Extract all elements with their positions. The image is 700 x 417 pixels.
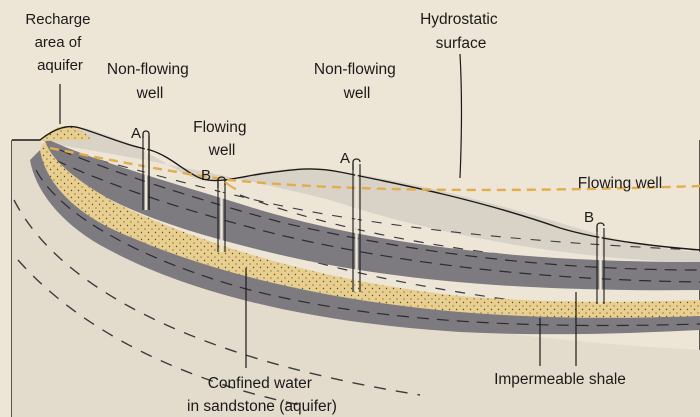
upper-strata (40, 126, 700, 262)
nonflowing-well-mid-label: Non-flowing well (314, 61, 400, 102)
hydrostatic-surface-label: Hydrostatic surface (420, 11, 502, 52)
recharge-label: Recharge area of aquifer (25, 11, 94, 74)
hydrostatic-line (49, 146, 700, 192)
well-letter-a-mid: A (340, 150, 350, 167)
flowing-well-right-label: Flowing well (578, 175, 662, 192)
well-b-right (596, 222, 605, 304)
well-letter-b-left: B (201, 167, 211, 184)
flowing-well-left-label: Flowing well (193, 119, 251, 159)
upper-shale-band (45, 138, 700, 291)
well-letter-b-right: B (584, 209, 594, 226)
well-letter-a-left: A (131, 125, 141, 142)
ground-surface (12, 125, 700, 251)
well-a-left (142, 130, 150, 210)
lower-strata (12, 140, 700, 417)
well-b-left (217, 176, 237, 252)
confined-water-label: Confined water in sandstone (aquifer) (187, 375, 337, 415)
impermeable-shale-label: Impermeable shale (494, 371, 626, 388)
well-a-mid (352, 158, 361, 292)
nonflowing-well-left-label: Non-flowing well (107, 61, 193, 102)
